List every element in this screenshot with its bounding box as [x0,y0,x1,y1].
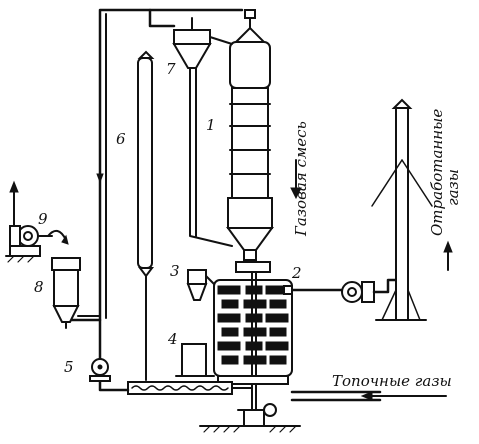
number-3: 3 [170,262,180,280]
pump [89,358,111,382]
gas-mixture-arrow [290,187,302,200]
exhaust-stack [371,98,433,321]
label-flue-gases: Топочные газы [332,372,452,390]
number-5: 5 [64,358,74,376]
label-exhaust-gases-line1: Отработанные [428,109,446,236]
number-8: 8 [34,278,44,296]
flow-arrows [96,149,453,271]
filter-separator [51,257,101,329]
riser-tube [137,50,155,381]
tank [175,343,215,377]
reactor-column [226,9,274,261]
flue-gas-pipe [290,390,447,402]
bottom-conveyor [68,318,253,395]
number-1: 1 [206,116,216,134]
hopper [186,269,215,301]
number-4: 4 [167,330,178,348]
exhaust-fan [282,278,398,303]
number-9: 9 [38,210,48,228]
exhaust-arrow [443,240,453,253]
blower [5,180,69,263]
number-7: 7 [166,60,176,78]
label-gas-mixture: Газовая смесь [292,121,310,237]
cyclone-separator [172,17,233,247]
label-exhaust-gases-line2: газы [444,169,462,206]
number-2: 2 [291,264,302,282]
number-6: 6 [116,130,126,148]
regenerator-block [199,261,301,433]
